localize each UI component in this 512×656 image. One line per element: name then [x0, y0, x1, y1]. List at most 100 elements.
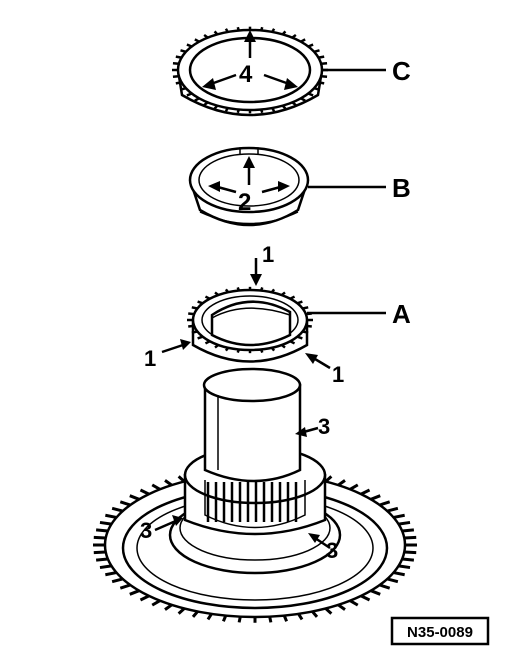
- reference-code: N35-0089: [407, 624, 473, 641]
- tooth: [324, 475, 333, 483]
- tooth: [270, 288, 276, 294]
- arrow-1-right: [305, 353, 331, 370]
- tooth: [175, 81, 182, 85]
- label-a: A: [392, 299, 411, 329]
- tooth: [177, 607, 186, 615]
- tooth: [401, 557, 415, 562]
- tooth: [93, 535, 106, 540]
- tooth: [307, 92, 314, 97]
- tooth: [236, 109, 240, 114]
- tooth: [386, 577, 399, 584]
- tooth: [224, 288, 230, 294]
- tooth: [305, 324, 312, 328]
- label-b: B: [392, 173, 411, 203]
- shaft: [202, 367, 302, 483]
- tooth: [401, 528, 415, 533]
- tooth: [214, 291, 220, 297]
- synchro-ring-a: [187, 286, 313, 363]
- tooth: [213, 104, 219, 110]
- tooth: [222, 615, 228, 622]
- tooth: [302, 330, 309, 334]
- callout-1-top: 1: [262, 242, 274, 267]
- tooth: [321, 61, 328, 65]
- hub-splines: [206, 482, 298, 522]
- tooth: [296, 335, 303, 340]
- tooth: [398, 520, 411, 526]
- callout-1-left: 1: [144, 346, 156, 371]
- tooth: [300, 97, 306, 102]
- arrow-3-right: [295, 426, 319, 437]
- inner-arrows-b: [208, 156, 290, 194]
- tooth: [203, 101, 209, 107]
- tooth: [313, 49, 320, 54]
- tooth: [194, 97, 200, 102]
- tooth: [281, 104, 287, 110]
- tooth: [206, 613, 213, 621]
- tooth: [236, 26, 240, 31]
- tooth: [349, 483, 359, 491]
- tooth: [119, 583, 131, 590]
- tooth: [214, 343, 220, 349]
- tooth: [99, 520, 112, 526]
- tooth: [164, 603, 173, 611]
- tooth: [307, 43, 314, 48]
- tooth: [197, 300, 204, 305]
- tooth: [111, 506, 124, 513]
- ring-c-number: 4: [239, 61, 253, 88]
- arrow-1-top: [250, 258, 262, 286]
- tooth: [188, 324, 195, 328]
- tooth: [95, 528, 109, 533]
- tooth: [280, 291, 286, 297]
- tooth: [259, 348, 264, 353]
- callout-3-right: 3: [318, 414, 330, 439]
- tooth: [186, 92, 193, 97]
- tooth: [139, 594, 150, 602]
- tooth: [337, 479, 346, 487]
- tooth: [291, 33, 297, 39]
- tooth: [313, 86, 320, 91]
- callout-3-bottom: 3: [326, 538, 338, 563]
- tooth: [398, 564, 411, 570]
- tooth: [172, 61, 179, 65]
- tooth: [370, 589, 381, 596]
- tooth: [379, 500, 391, 507]
- arrow-3-bottom: [308, 533, 331, 550]
- tooth: [105, 571, 117, 577]
- tooth: [204, 295, 211, 300]
- tooth: [213, 30, 219, 36]
- tooth: [360, 594, 371, 602]
- tooth: [268, 616, 273, 623]
- tooth: [280, 343, 286, 349]
- gear-teeth: [93, 467, 417, 623]
- tooth: [175, 55, 182, 59]
- tooth: [281, 30, 287, 36]
- tooth: [191, 306, 198, 310]
- inner-arrows-c: [202, 30, 298, 90]
- tooth: [99, 564, 112, 570]
- tooth: [311, 610, 319, 618]
- arrow-1-left: [161, 339, 191, 354]
- tooth: [324, 607, 333, 615]
- tooth: [204, 340, 211, 345]
- tooth: [129, 494, 140, 501]
- tooth: [237, 616, 242, 623]
- tooth: [318, 55, 325, 59]
- tooth: [236, 348, 241, 353]
- tooth: [360, 488, 371, 496]
- tooth: [180, 49, 187, 54]
- tooth: [260, 26, 264, 31]
- tooth: [129, 589, 140, 596]
- tooth: [111, 577, 124, 584]
- tooth: [297, 613, 304, 621]
- tooth: [203, 33, 209, 39]
- tooth: [191, 330, 198, 334]
- callout-3-left: 3: [140, 518, 152, 543]
- tooth: [289, 295, 296, 300]
- label-c: C: [392, 56, 411, 86]
- tooth: [386, 506, 399, 513]
- tooth: [260, 109, 264, 114]
- tooth: [105, 513, 117, 519]
- tooth: [224, 28, 229, 33]
- tooth: [164, 479, 173, 487]
- tooth: [337, 603, 346, 611]
